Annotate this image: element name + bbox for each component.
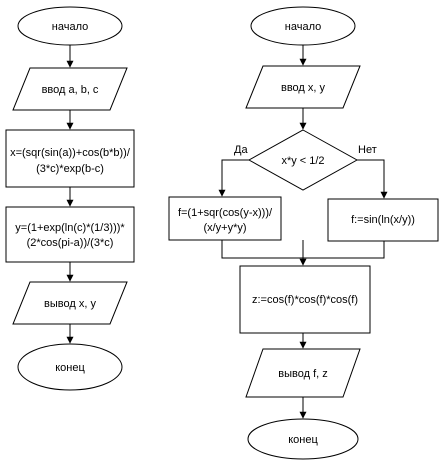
right-process-f-yes: f=(1+sqr(cos(y-x)))/ (x/y+y*y) xyxy=(168,196,282,241)
right-output-block: вывод f, z xyxy=(245,348,361,398)
right-process-z-label: z:=cos(f)*cos(f)*cos(f) xyxy=(252,294,358,306)
left-output-label: вывод x, y xyxy=(44,298,96,310)
left-input-label: ввод a, b, c xyxy=(42,84,99,96)
right-start-terminator: начало xyxy=(250,6,356,46)
right-edge-no-branch xyxy=(357,159,388,199)
right-edge-no-merge xyxy=(303,241,385,259)
left-flowchart: начало ввод a, b, c x=(sqr(sin(a))+cos(b… xyxy=(5,6,135,391)
left-process-x-line1: x=(sqr(sin(a))+cos(b*b))/ xyxy=(10,147,131,159)
left-start-terminator: начало xyxy=(17,6,123,46)
right-end-label: конец xyxy=(288,434,318,446)
right-process-z: z:=cos(f)*cos(f)*cos(f) xyxy=(239,265,371,334)
left-start-label: начало xyxy=(52,21,88,33)
right-condition-label: x*y < 1/2 xyxy=(281,155,324,167)
right-process-f-yes-line1: f=(1+sqr(cos(y-x)))/ xyxy=(178,207,273,219)
right-output-label: вывод f, z xyxy=(278,368,328,380)
right-input-block: ввод x, y xyxy=(245,65,361,109)
right-no-label: Нет xyxy=(358,144,377,156)
right-process-f-yes-line2: (x/y+y*y) xyxy=(203,222,246,234)
left-process-x: x=(sqr(sin(a))+cos(b*b))/ (3*c)*exp(b-c) xyxy=(5,129,135,188)
right-edge-yes-branch xyxy=(218,159,249,197)
left-process-y-line2: (2*cos(pi-a))/(3*c) xyxy=(27,237,114,249)
right-process-f-no-label: f:=sin(ln(x/y)) xyxy=(351,214,415,226)
left-output-block: вывод x, y xyxy=(12,281,128,325)
right-process-f-no: f:=sin(ln(x/y)) xyxy=(327,198,439,242)
left-input-block: ввод a, b, c xyxy=(12,67,128,111)
left-end-label: конец xyxy=(55,362,85,374)
right-condition-diamond: x*y < 1/2 xyxy=(247,129,359,191)
right-flowchart: начало ввод x, y x*y < 1/2 Да Нет f=(1+s… xyxy=(168,6,439,460)
right-edge-yes-merge xyxy=(221,240,303,259)
left-process-y-line1: y=(1+exp(ln(c)*(1/3)))* xyxy=(15,222,125,234)
right-start-label: начало xyxy=(285,21,321,33)
right-end-terminator: конец xyxy=(247,418,359,460)
right-yes-label: Да xyxy=(234,144,248,156)
right-input-label: ввод x, y xyxy=(281,82,326,94)
left-process-y: y=(1+exp(ln(c)*(1/3)))* (2*cos(pi-a))/(3… xyxy=(5,206,135,263)
left-end-terminator: конец xyxy=(17,343,123,391)
left-process-x-line2: (3*c)*exp(b-c) xyxy=(36,163,104,175)
